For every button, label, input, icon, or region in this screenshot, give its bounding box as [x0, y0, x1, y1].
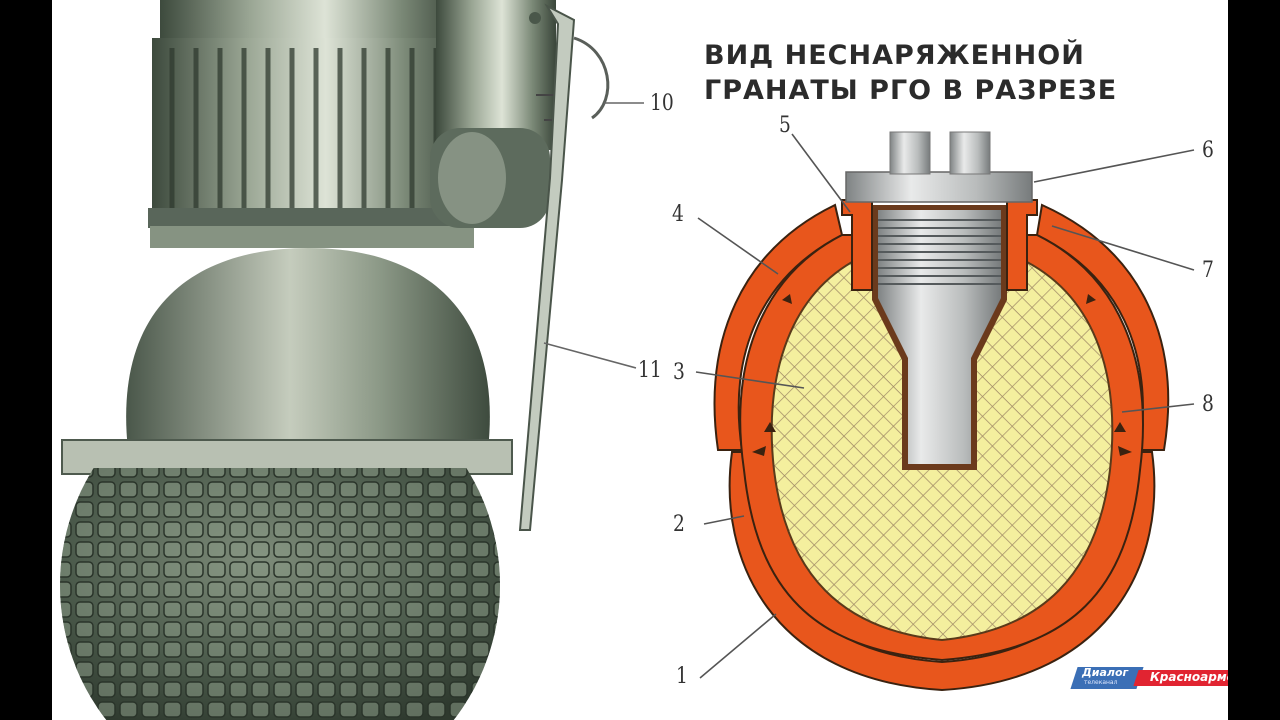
fuze-top	[160, 0, 460, 40]
label-8: 8	[1202, 392, 1214, 417]
grenade-cross-section	[695, 131, 1195, 692]
leader-11	[543, 342, 637, 369]
logo-brand: Диалог	[1082, 666, 1129, 679]
grenade-exterior	[60, 0, 644, 720]
label-11: 11	[638, 358, 662, 383]
label-6: 6	[1202, 138, 1214, 163]
shell-notches	[752, 294, 1132, 456]
title-line-1: ВИД НЕСНАРЯЖЕННОЙ	[704, 40, 1085, 71]
label-2: 2	[673, 512, 685, 537]
diagram-drawing	[60, 0, 1195, 720]
outer-shell-upper-right	[1035, 203, 1170, 451]
plug-cap	[845, 171, 1033, 203]
fuze-body	[436, 0, 556, 150]
title-line-2: ГРАНАТЫ РГО В РАЗРЕЗЕ	[704, 75, 1118, 106]
fuze-threads	[878, 219, 1001, 285]
grenade-dome	[126, 248, 490, 450]
logo-city: Красноармейск	[1150, 670, 1228, 684]
label-1: 1	[676, 664, 688, 689]
label-3: 3	[673, 360, 685, 385]
diagram-title: ВИД НЕСНАРЯЖЕННОЙ ГРАНАТЫ РГО В РАЗРЕЗЕ	[704, 38, 1144, 108]
label-10: 10	[650, 91, 674, 116]
label-7: 7	[1202, 258, 1214, 283]
label-4: 4	[672, 202, 684, 227]
collar-neck	[150, 226, 474, 248]
safety-lever	[518, 3, 576, 531]
label-5: 5	[779, 113, 791, 138]
fuze-tube	[878, 210, 1001, 464]
plug-lug-left	[889, 131, 931, 175]
leader-lines	[695, 133, 1195, 679]
channel-logo: Диалог телеканал Красноармейск	[1070, 666, 1228, 689]
fragmenting-ball	[60, 468, 500, 720]
collar-base-ring	[148, 208, 478, 228]
logo-brand-sub: телеканал	[1084, 679, 1118, 686]
plug-lug-right	[949, 131, 991, 175]
pin-ring	[573, 36, 610, 120]
diagram-canvas: ВИД НЕСНАРЯЖЕННОЙ ГРАНАТЫ РГО В РАЗРЕЗЕ …	[52, 0, 1228, 720]
fuze-ribbed-collar	[152, 38, 468, 218]
